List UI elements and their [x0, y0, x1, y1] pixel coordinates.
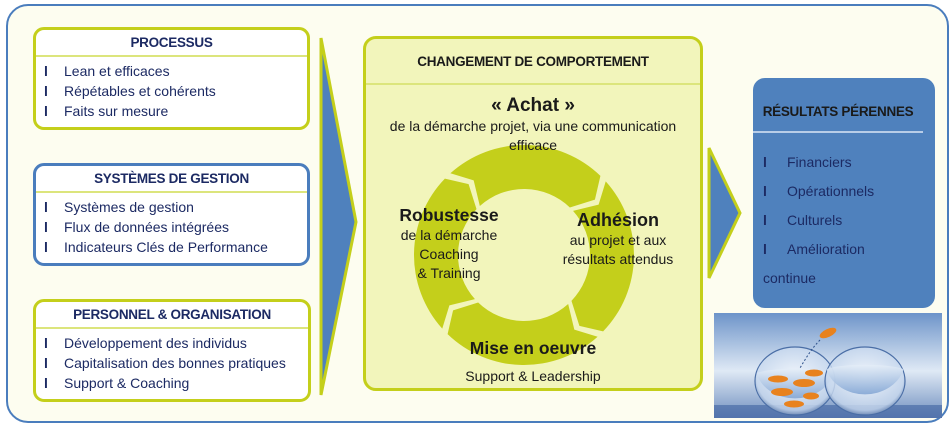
bullet-icon: l: [763, 154, 767, 170]
bullet-icon: l: [44, 199, 48, 215]
list-item-label: Lean et efficaces: [64, 63, 170, 79]
bullet-icon: l: [44, 239, 48, 255]
ring-segment-mise-en-oeuvre: [447, 302, 598, 365]
cycle-ring: [413, 145, 634, 365]
list-item: l Capitalisation des bonnes pratiques: [44, 353, 308, 373]
step-title: Mise en oeuvre: [469, 338, 597, 358]
list-item: l Développement des individus: [44, 333, 308, 353]
step-title: Adhésion: [576, 210, 659, 230]
list-item-label: Support & Coaching: [64, 375, 190, 391]
behavior-change-panel: CHANGEMENT DE COMPORTEMENT « Achat » de …: [363, 36, 703, 391]
ring-segment-adhesion: [571, 181, 634, 332]
list-item-label: Systèmes de gestion: [64, 199, 194, 215]
bullet-icon: l: [44, 103, 48, 119]
list-item-label: Culturels: [787, 212, 843, 228]
goldfish-jumping-bowl-image: [714, 313, 942, 418]
step-text: Coaching: [419, 246, 479, 262]
list-item-label: Capitalisation des bonnes pratiques: [64, 355, 286, 371]
bullet-icon: l: [763, 241, 767, 257]
list-item-label: Opérationnels: [787, 183, 875, 199]
step-text: résultats attendus: [562, 251, 674, 267]
step-text: & Training: [417, 265, 481, 281]
list-item-label: Financiers: [787, 154, 852, 170]
step-text: Support & Leadership: [465, 368, 601, 384]
list-item-label: Amélioration: [787, 241, 865, 257]
bullet-icon: l: [44, 355, 48, 371]
list-item-label: Indicateurs Clés de Performance: [64, 239, 268, 255]
bullet-icon: l: [44, 63, 48, 79]
cycle-step-adhesion: Adhésion au projet et aux résultats atte…: [548, 210, 688, 269]
step-text: de la démarche projet, via une communica…: [389, 118, 677, 134]
list-item-label: Répétables et cohérents: [64, 83, 216, 99]
list-item: l Opérationnels: [763, 177, 935, 206]
pillar-systemes-de-gestion: SYSTÈMES DE GESTION l Systèmes de gestion…: [33, 163, 310, 266]
list-item: l Amélioration: [763, 235, 935, 264]
ring-segment-robustesse: [413, 178, 477, 329]
bullet-icon: l: [763, 183, 767, 199]
list-item-label: Développement des individus: [64, 335, 247, 351]
list-item: l Répétables et cohérents: [44, 81, 307, 101]
list-item: l Culturels: [763, 206, 935, 235]
list-item: l Faits sur mesure: [44, 101, 307, 121]
arrow-to-center-icon: [319, 37, 358, 396]
pillar-title: PROCESSUS: [36, 30, 307, 57]
pillar-title: SYSTÈMES DE GESTION: [36, 166, 307, 193]
bullet-icon: l: [44, 219, 48, 235]
step-text: de la démarche: [400, 227, 498, 243]
list-item-label: Flux de données intégrées: [64, 219, 229, 235]
list-item: l Support & Coaching: [44, 373, 308, 393]
pillar-personnel-organisation: PERSONNEL & ORGANISATION l Développement …: [33, 299, 311, 402]
cycle-step-robustesse: Robustesse de la démarche Coaching & Tra…: [384, 205, 514, 283]
bullet-icon: l: [44, 375, 48, 391]
step-text: efficace: [509, 137, 557, 153]
bullet-icon: l: [44, 335, 48, 351]
step-title: Robustesse: [399, 205, 499, 225]
step-text: au projet et aux: [569, 232, 667, 248]
results-title: RÉSULTATS PÉRENNES: [753, 78, 923, 133]
list-item: l Flux de données intégrées: [44, 217, 307, 237]
cycle-step-achat: « Achat » de la démarche projet, via une…: [366, 95, 700, 155]
list-item: l Financiers: [763, 148, 935, 177]
step-title: « Achat »: [491, 95, 575, 116]
cycle-step-mise-en-oeuvre: Mise en oeuvre Support & Leadership: [366, 338, 700, 386]
bullet-icon: l: [44, 83, 48, 99]
bullet-icon: l: [763, 212, 767, 228]
panel-title: CHANGEMENT DE COMPORTEMENT: [366, 39, 700, 85]
pillar-title: PERSONNEL & ORGANISATION: [36, 302, 308, 329]
list-item: l Systèmes de gestion: [44, 197, 307, 217]
list-item: l Indicateurs Clés de Performance: [44, 237, 307, 257]
list-item-continuation: continue: [763, 270, 816, 286]
arrow-to-results-icon: [707, 147, 742, 279]
ring-segment-achat: [450, 145, 601, 208]
list-item-label: Faits sur mesure: [64, 103, 169, 119]
list-item: l Lean et efficaces: [44, 61, 307, 81]
